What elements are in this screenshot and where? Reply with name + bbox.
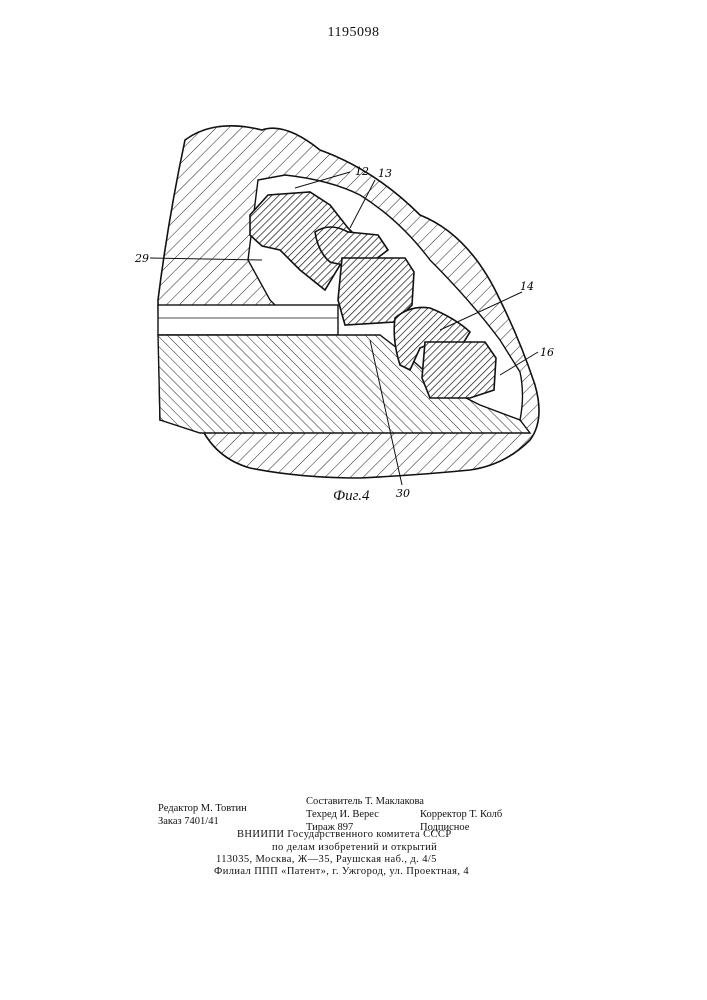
callout-29: 29 xyxy=(134,252,149,265)
figure-caption: Фиг.4 xyxy=(333,488,369,505)
address-line: 113035, Москва, Ж—35, Раушская наб., д. … xyxy=(216,854,437,865)
callout-16: 16 xyxy=(540,346,554,359)
block-16 xyxy=(422,342,496,398)
order-line: Заказ 7401/41 xyxy=(158,816,219,827)
corrector-line: Корректор Т. Колб xyxy=(420,809,502,820)
compiler-line: Составитель Т. Маклакова xyxy=(306,796,424,807)
callout-30: 30 xyxy=(396,487,410,500)
callout-13: 13 xyxy=(378,167,392,180)
techred-line: Техред И. Верес xyxy=(306,809,379,820)
callout-12: 12 xyxy=(355,165,369,178)
org-line-2: по делам изобретений и открытий xyxy=(272,842,437,853)
org-line-1: ВНИИПИ Государственного комитета СССР xyxy=(237,829,452,840)
branch-line: Филиал ППП «Патент», г. Ужгород, ул. Про… xyxy=(214,866,469,877)
shaft-bore xyxy=(158,305,338,335)
editor-line: Редактор М. Товтин xyxy=(158,803,247,814)
callout-14: 14 xyxy=(520,280,534,293)
